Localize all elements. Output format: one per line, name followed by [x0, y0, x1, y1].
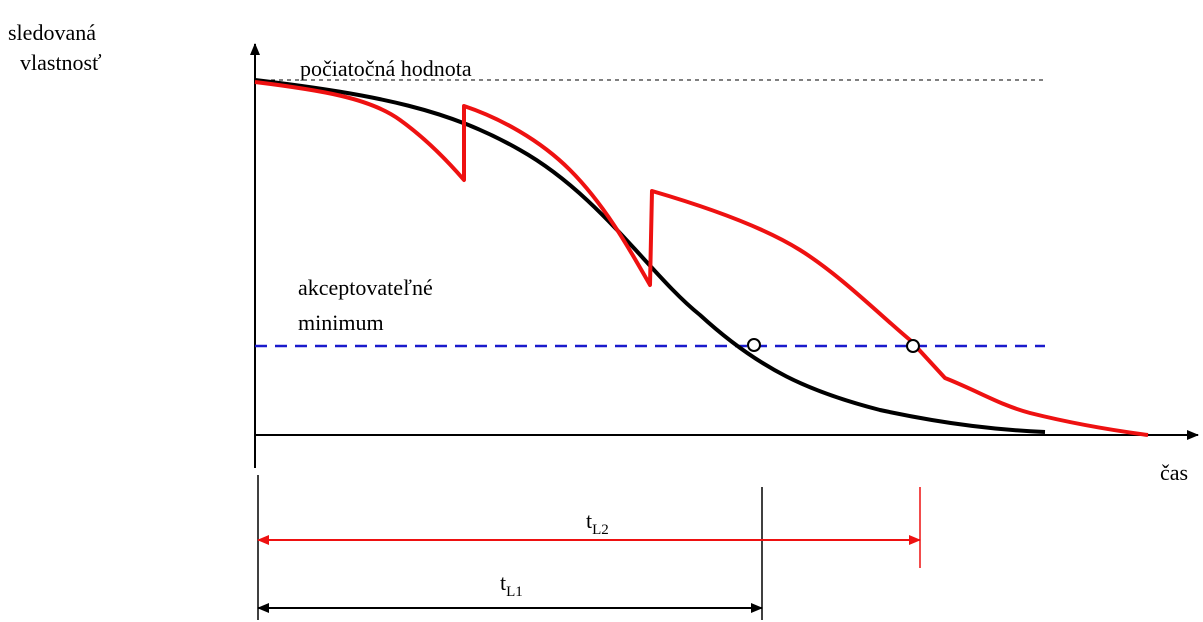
- initial-value-label: počiatočná hodnota: [300, 56, 472, 81]
- y-axis-label-line2: vlastnosť: [20, 50, 102, 75]
- tl2-label: tL2: [586, 508, 609, 538]
- acceptable-minimum-label-line1: akceptovateľné: [298, 275, 433, 300]
- acceptable-minimum-label-line2: minimum: [298, 310, 384, 335]
- red-curve-minimum-marker: [906, 339, 920, 353]
- y-axis-label-line1: sledovaná: [8, 20, 96, 45]
- black-degradation-curve: [254, 78, 1046, 434]
- black-curve-minimum-marker: [747, 338, 761, 352]
- red-degradation-curve: [254, 80, 1149, 437]
- tl1-label: tL1: [500, 570, 523, 600]
- x-axis-label: čas: [1160, 460, 1188, 485]
